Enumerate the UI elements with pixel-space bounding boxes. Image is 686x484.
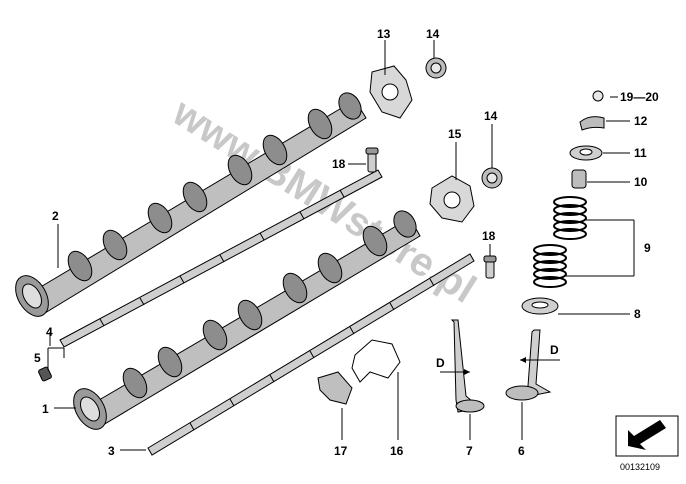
callout-1: 1 bbox=[42, 402, 49, 416]
diagram-id: 00132109 bbox=[620, 462, 660, 472]
spring-seat-8[interactable] bbox=[521, 297, 559, 315]
bracket-16[interactable] bbox=[351, 339, 401, 383]
valve-keepers-12[interactable] bbox=[579, 116, 605, 131]
callout-16: 16 bbox=[390, 444, 404, 458]
cap-14-upper[interactable] bbox=[425, 57, 447, 79]
callout-3: 3 bbox=[108, 444, 115, 458]
dimension-d-right: D bbox=[520, 343, 560, 363]
valve-springs-9[interactable] bbox=[533, 196, 587, 288]
sensor-wheel-15[interactable] bbox=[429, 175, 475, 223]
callout-9: 9 bbox=[644, 241, 651, 255]
svg-text:D: D bbox=[436, 356, 445, 370]
callout-17: 17 bbox=[334, 444, 348, 458]
cap-14-lower[interactable] bbox=[481, 167, 503, 189]
callout-8: 8 bbox=[634, 307, 641, 321]
callout-14-lower: 14 bbox=[484, 109, 498, 123]
bolt-18-lower[interactable] bbox=[483, 255, 497, 279]
callout-5: 5 bbox=[34, 351, 41, 365]
callout-10: 10 bbox=[634, 175, 648, 189]
screw-part-5[interactable] bbox=[38, 366, 52, 382]
valve-cap-19-20[interactable] bbox=[592, 90, 604, 102]
callout-14-upper: 14 bbox=[426, 27, 440, 41]
callout-19-20: 19—20 bbox=[620, 90, 659, 104]
leader-lines bbox=[47, 40, 635, 451]
callout-labels: 13 14 14 15 18 18 2 4 5 1 3 19—20 12 11 … bbox=[34, 27, 659, 458]
part-17[interactable] bbox=[317, 371, 353, 405]
callout-18-lower: 18 bbox=[482, 229, 496, 243]
spring-retainer-11[interactable] bbox=[569, 145, 603, 161]
svg-text:D: D bbox=[550, 343, 559, 357]
callout-13: 13 bbox=[377, 27, 391, 41]
arrow-down-left-icon[interactable] bbox=[615, 415, 679, 457]
callout-7: 7 bbox=[466, 444, 473, 458]
sensor-wheel-13[interactable] bbox=[369, 65, 413, 119]
callout-11: 11 bbox=[634, 146, 647, 160]
callout-4: 4 bbox=[46, 325, 53, 339]
callout-6: 6 bbox=[518, 444, 525, 458]
dimension-d-left: D bbox=[436, 356, 470, 375]
camshaft-upper[interactable] bbox=[9, 89, 367, 322]
callout-15: 15 bbox=[448, 127, 462, 141]
callout-18-upper: 18 bbox=[332, 157, 346, 171]
valve-7[interactable] bbox=[450, 319, 485, 413]
valve-stem-seal-10[interactable] bbox=[571, 169, 587, 189]
camshaft-lower[interactable] bbox=[67, 207, 421, 435]
valve-6[interactable] bbox=[505, 329, 552, 401]
callout-2: 2 bbox=[52, 209, 59, 223]
callout-12: 12 bbox=[634, 114, 648, 128]
rocker-shaft-lower[interactable] bbox=[147, 253, 475, 456]
rocker-shaft-upper[interactable] bbox=[59, 169, 383, 348]
bolt-18-upper[interactable] bbox=[365, 147, 379, 173]
